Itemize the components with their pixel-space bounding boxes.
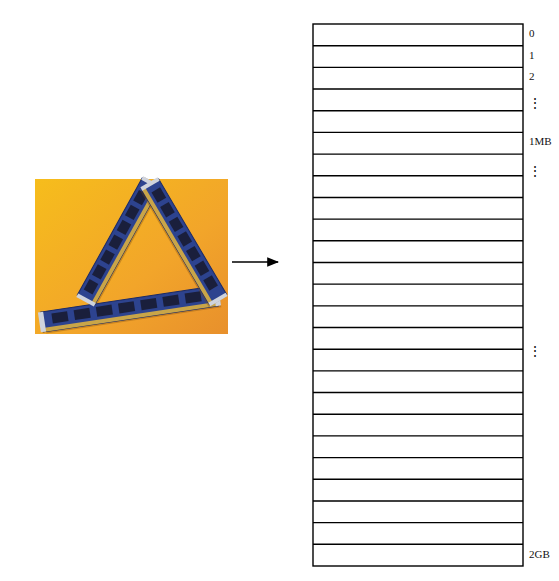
arrow <box>232 261 278 263</box>
ellipsis-dots: ⋮ <box>528 164 542 179</box>
address-label: 2GB <box>529 548 550 560</box>
ellipsis-dots: ⋮ <box>528 96 542 111</box>
address-label: 2 <box>529 70 535 82</box>
address-label: 1MB <box>529 135 552 147</box>
ram-photo <box>35 176 228 334</box>
address-label: 0 <box>529 27 535 39</box>
address-label: 1 <box>529 49 535 61</box>
memory-column <box>313 24 523 566</box>
ellipsis-dots: ⋮ <box>528 344 542 359</box>
